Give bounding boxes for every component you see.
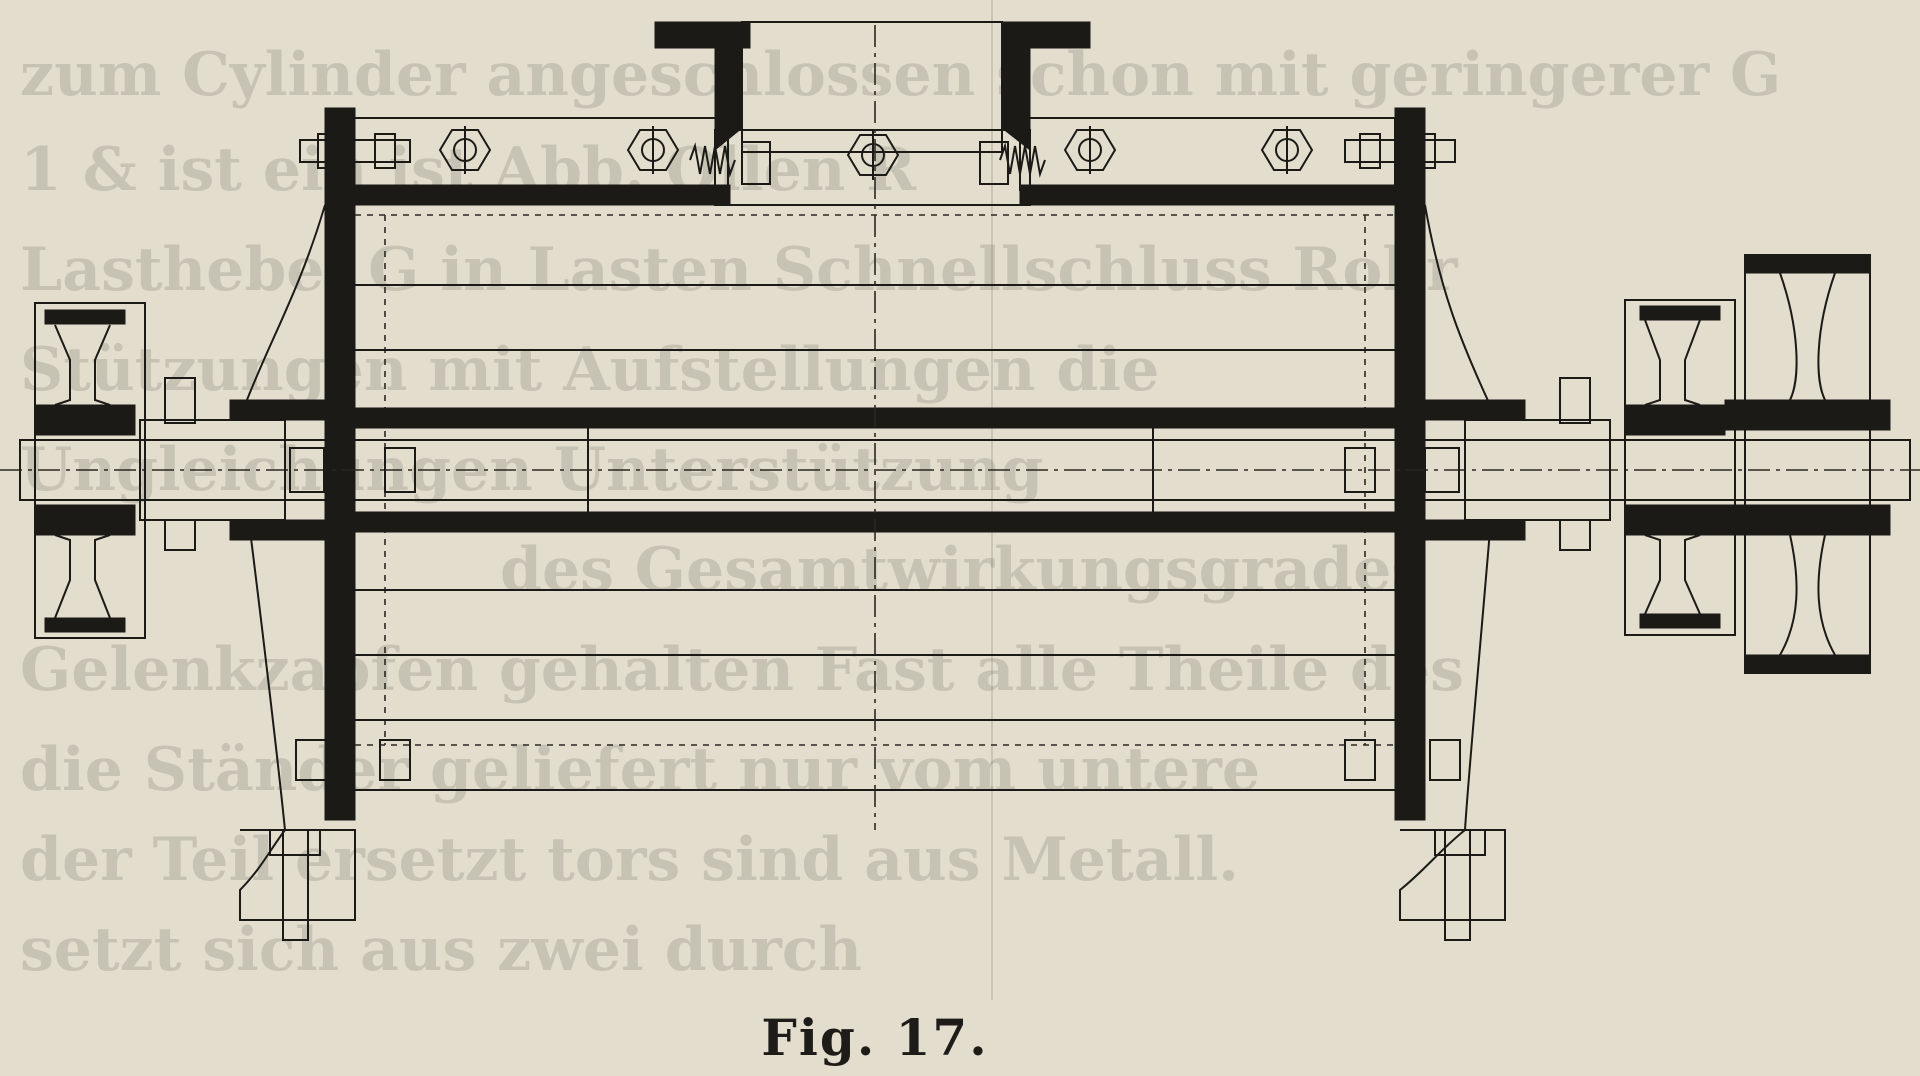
bleed-line: Lasthebel G in Lasten Schnellschluss Roh… (20, 235, 1459, 305)
main-shaft (0, 25, 1920, 830)
plate-bolt (1063, 126, 1117, 174)
left-pulley (34, 302, 146, 639)
bleed-line: Gelenkzapfen gehalten Fast alle Theile d… (20, 635, 1464, 705)
figure-caption: Fig. 17. (761, 1008, 989, 1067)
spring (999, 142, 1046, 178)
plate-bolt (626, 126, 680, 174)
bleed-line: der Teil ersetzt tors sind aus Metall. (20, 825, 1239, 895)
bleed-line: Stützungen mit Aufstellungen die (20, 335, 1159, 405)
bleed-line: setzt sich aus zwei durch (20, 915, 862, 985)
right-pulley (1624, 299, 1736, 636)
bleed-line: des Gesamtwirkungsgrades (500, 535, 1425, 605)
bleed-line: zum Cylinder angeschlossen schon mit ger… (20, 40, 1781, 110)
right-bearing-pedestal (1344, 204, 1611, 941)
plate-bolt (1260, 126, 1314, 174)
end-walls (324, 107, 1426, 821)
outer-belt-pulley (1724, 254, 1891, 674)
plate-bolt (438, 126, 492, 174)
plate-bolt (846, 130, 900, 180)
spring (689, 142, 736, 178)
left-bearing-pedestal (139, 204, 416, 941)
bleed-line: die Ständer geliefert nur vom untere (20, 735, 1260, 805)
